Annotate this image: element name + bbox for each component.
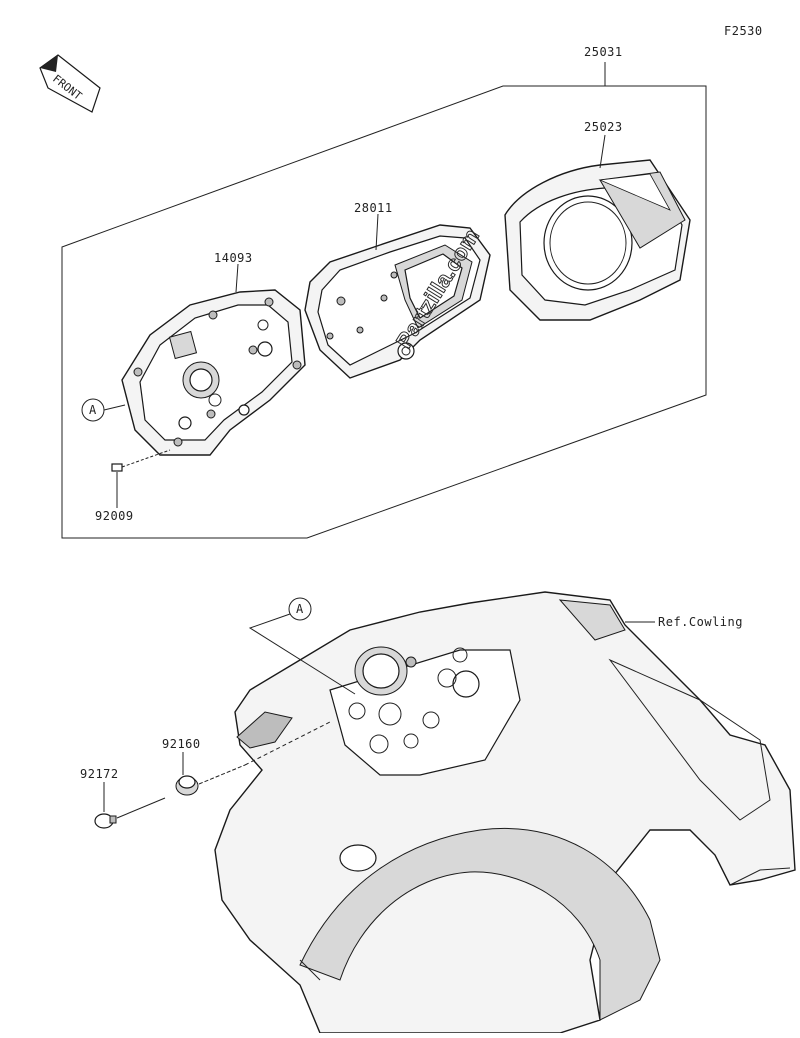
screw-92009-part xyxy=(111,449,171,472)
figure-code: F2530 xyxy=(724,24,763,38)
meter-cover-part xyxy=(504,159,691,321)
ref-a-lower-circle xyxy=(288,597,312,621)
callout-25023: 25023 xyxy=(584,120,623,134)
assembly-outline xyxy=(61,85,707,539)
callout-25031: 25031 xyxy=(584,45,623,59)
meter-case-part xyxy=(121,289,306,456)
ref-cowling-label: Ref.Cowling xyxy=(658,615,743,629)
callout-14093: 14093 xyxy=(214,251,253,265)
meter-unit-part xyxy=(304,224,491,379)
callout-92172: 92172 xyxy=(80,767,119,781)
callout-92009: 92009 xyxy=(95,509,134,523)
damper-92160-part xyxy=(175,721,331,796)
callout-92160: 92160 xyxy=(162,737,201,751)
callout-28011: 28011 xyxy=(354,201,393,215)
cowling-part xyxy=(214,591,796,1034)
front-arrow-icon: FRONT xyxy=(39,54,101,113)
ref-a-upper-label: A xyxy=(89,403,97,417)
screw-92172-part xyxy=(94,797,166,829)
ref-a-lower-label: A xyxy=(296,602,304,616)
